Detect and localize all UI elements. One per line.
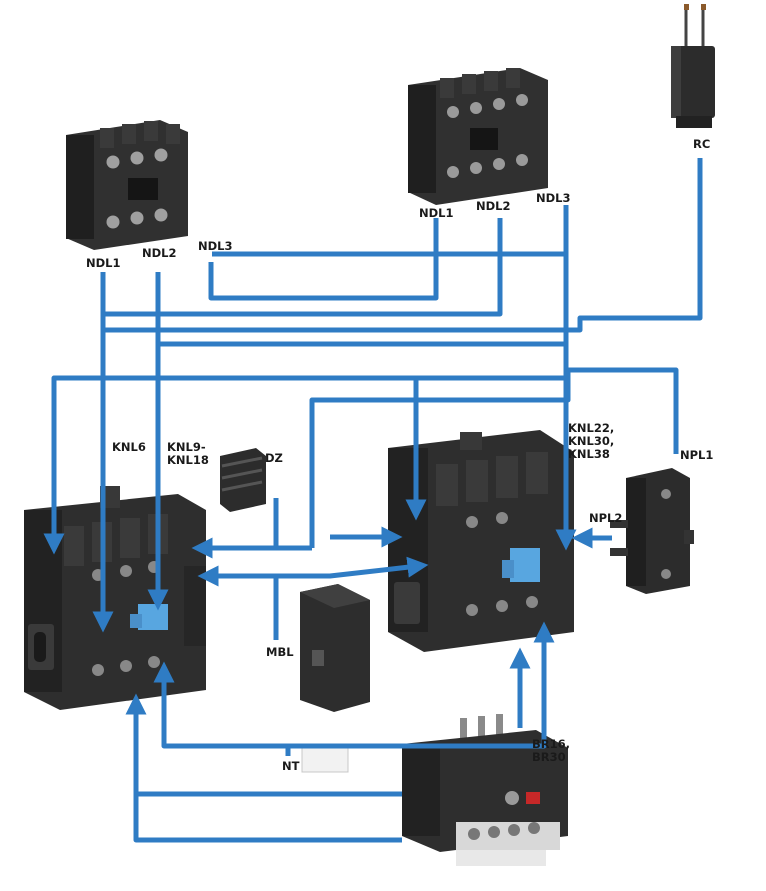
- label-br-line1: BR16,: [532, 737, 570, 751]
- npl-part: [610, 468, 694, 594]
- label-ndl2-top: NDL2: [476, 199, 511, 213]
- aux-block-left: [66, 120, 188, 250]
- label-knl9: KNL9- KNL18: [167, 441, 209, 467]
- nt-tag: [301, 747, 349, 773]
- label-rc: RC: [693, 137, 711, 151]
- label-knl9-line1: KNL9-: [167, 440, 206, 454]
- rc-suppressor: [671, 4, 715, 128]
- label-br: BR16, BR30: [532, 738, 570, 764]
- mbl-part: [300, 584, 370, 712]
- label-ndl3-top: NDL3: [536, 191, 571, 205]
- label-knl9-line2: KNL18: [167, 453, 209, 467]
- dz-part: [220, 448, 266, 512]
- overload-relay: [402, 714, 568, 866]
- label-knl22-line3: KNL38: [568, 447, 610, 461]
- label-nt: NT: [282, 759, 300, 773]
- label-dz: DZ: [265, 451, 283, 465]
- label-ndl2-left: NDL2: [142, 246, 177, 260]
- aux-block-top: [408, 68, 548, 205]
- label-ndl1-top: NDL1: [419, 206, 454, 220]
- label-knl22: KNL22, KNL30, KNL38: [568, 422, 614, 461]
- contactor-left: [24, 486, 206, 710]
- label-ndl1-left: NDL1: [86, 256, 121, 270]
- arrow-paths: [43, 158, 703, 843]
- contactor-right: [388, 430, 574, 652]
- label-br-line2: BR30: [532, 750, 566, 764]
- label-knl22-line2: KNL30,: [568, 434, 615, 448]
- label-mbl: MBL: [266, 645, 294, 659]
- label-npl2: NPL2: [589, 511, 623, 525]
- label-npl1: NPL1: [680, 448, 714, 462]
- label-ndl3-left: NDL3: [198, 239, 233, 253]
- label-knl6: KNL6: [112, 440, 146, 454]
- label-knl22-line1: KNL22,: [568, 421, 615, 435]
